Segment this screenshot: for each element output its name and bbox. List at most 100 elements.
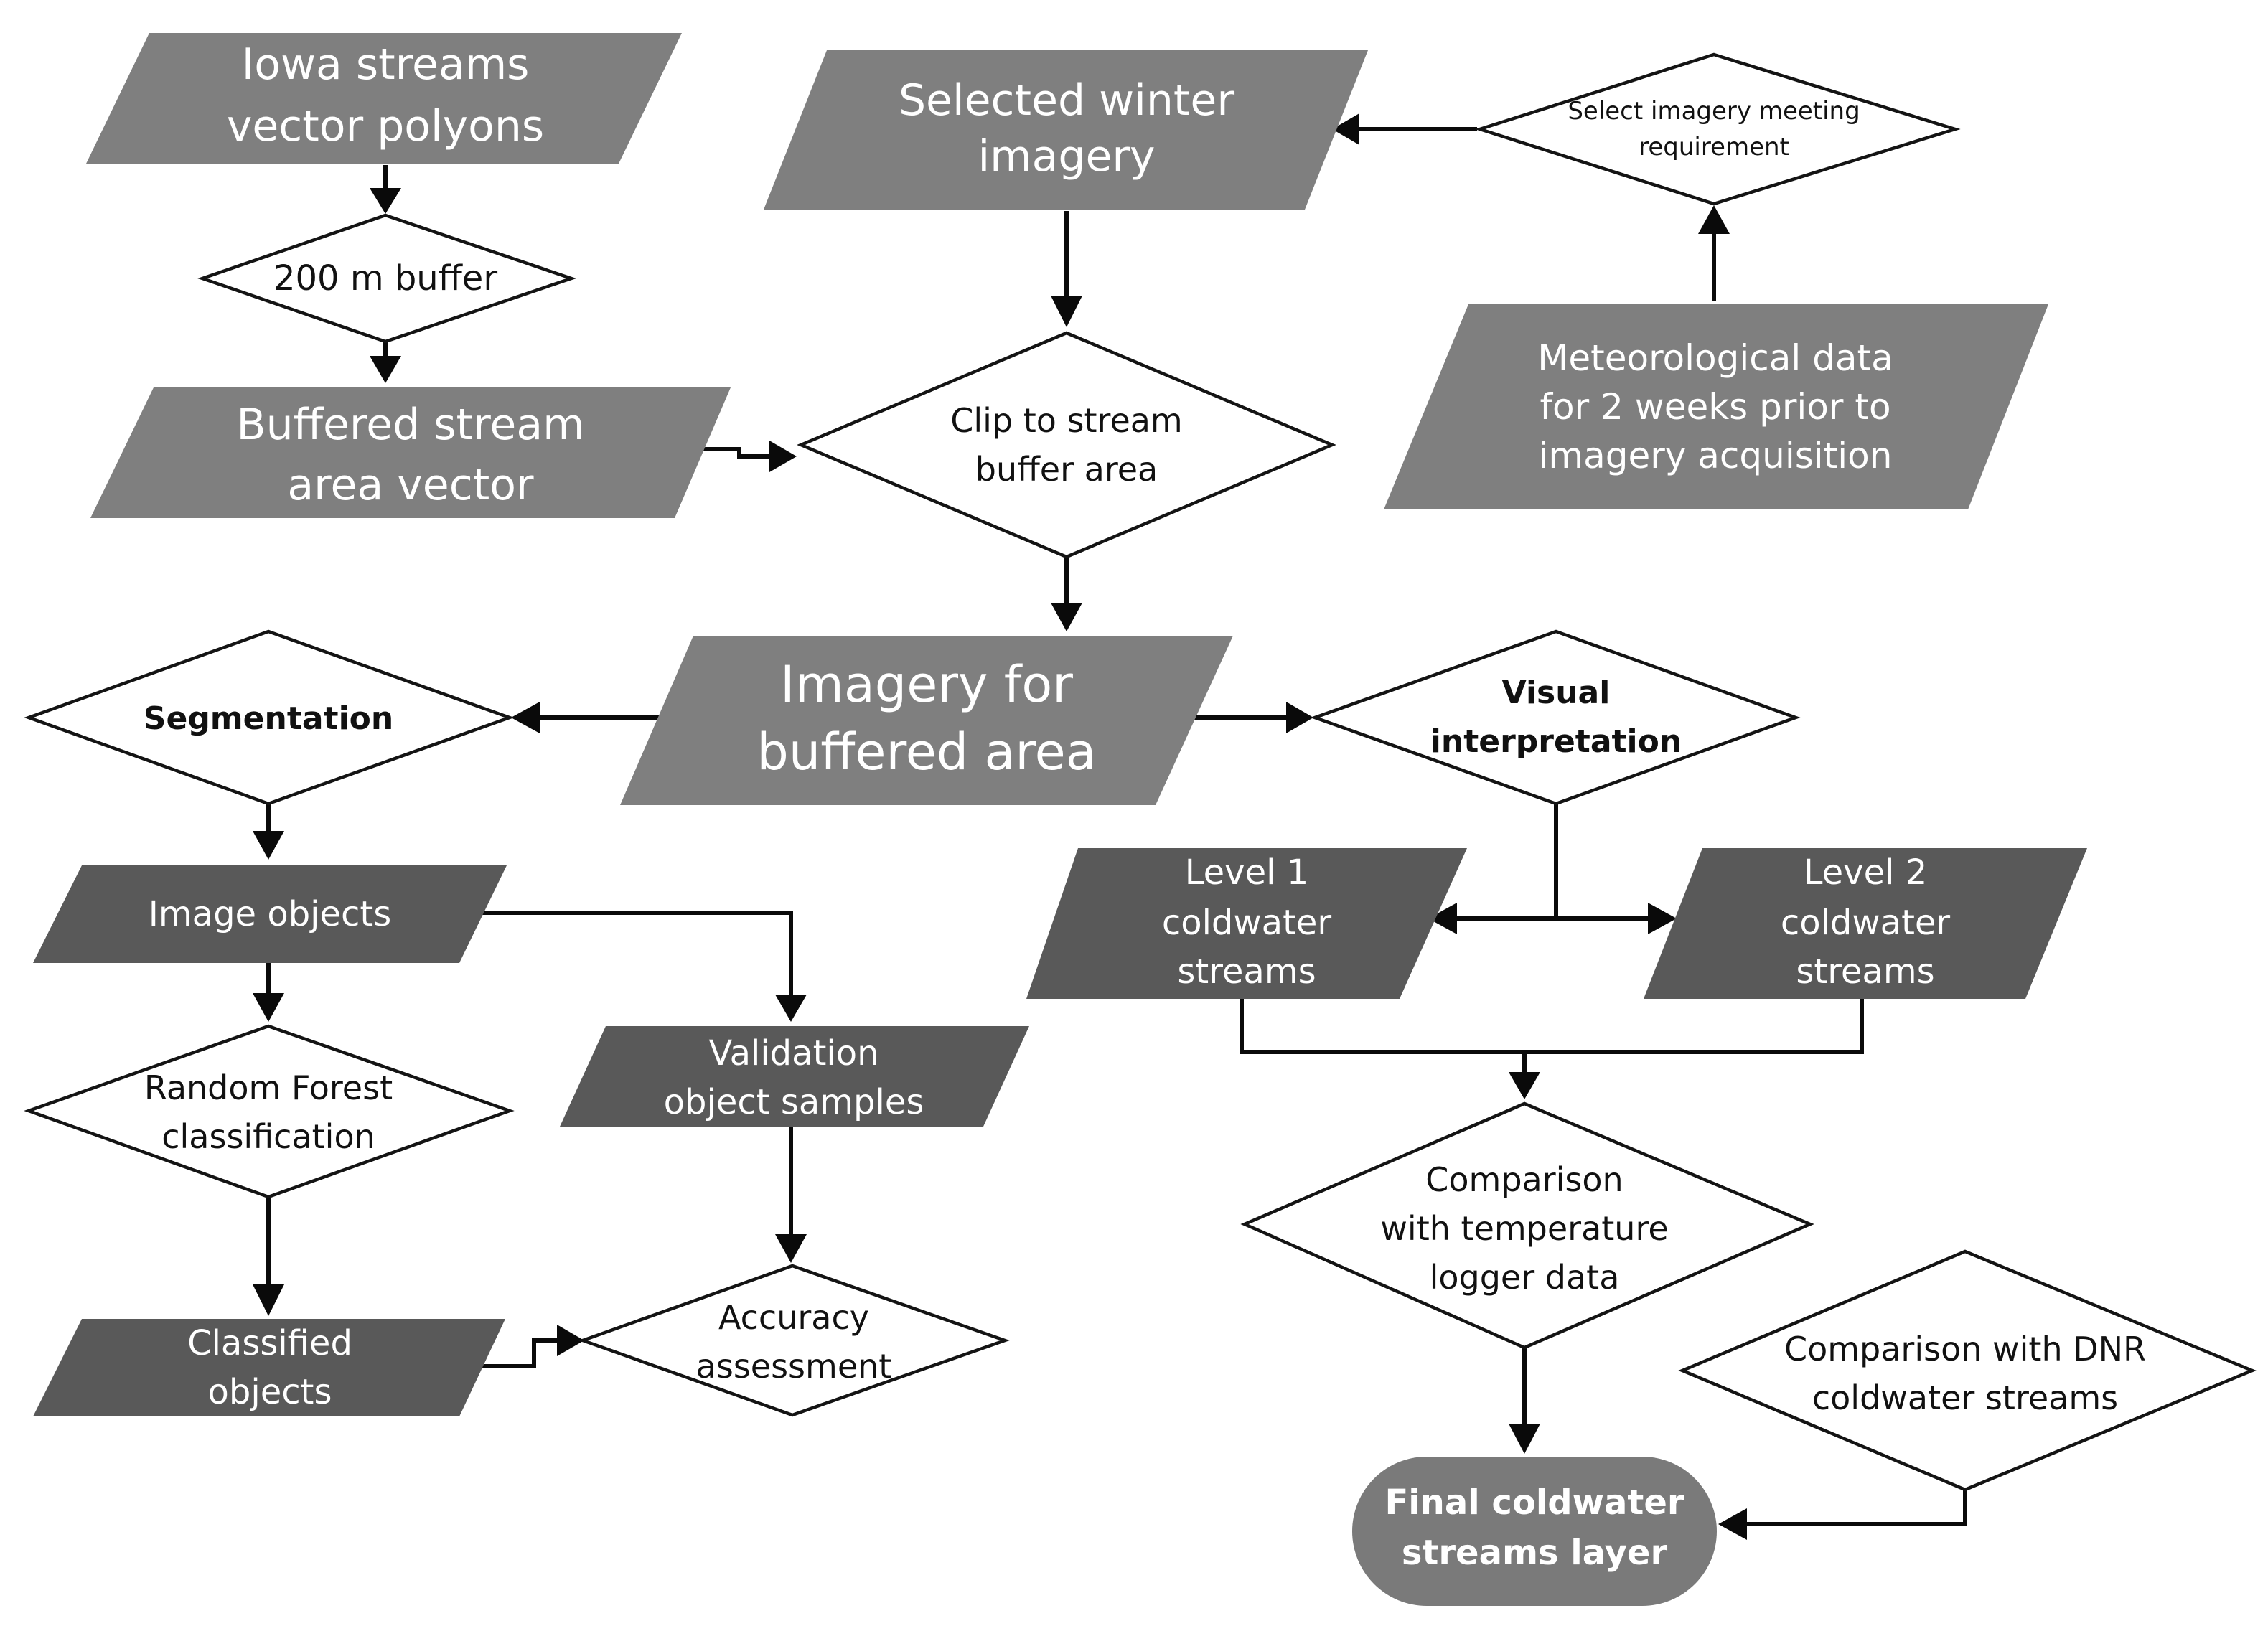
node-accuracy-assessment: Accuracy assessment [578,1264,1010,1417]
arrowhead [1286,702,1313,733]
node-label: streams layer [1402,1533,1668,1573]
node-label: streams [1177,951,1316,992]
node-label: Meteorological data [1537,337,1893,379]
connector-image-objects-to-validation [477,911,793,999]
arrowhead [1332,113,1359,145]
node-label: Level 2 [1804,852,1928,893]
node-label: Accuracy [718,1298,869,1337]
node-label: Select imagery meeting [1568,97,1860,126]
node-label: assessment [696,1347,892,1386]
arrowhead [253,831,284,860]
arrowhead [557,1325,584,1356]
arrowhead [1509,1072,1540,1099]
node-label: buffered area [756,723,1096,781]
decision-diamond [24,629,515,806]
node-classified-objects: Classified objects [33,1319,505,1416]
arrowhead [1051,603,1082,631]
input-parallelogram [1384,304,2048,509]
node-label: Comparison [1425,1160,1623,1199]
input-parallelogram [86,33,682,164]
node-label: coldwater [1162,903,1332,943]
node-level2-streams: Level 2 coldwater streams [1644,848,2087,999]
terminal-shape [1352,1457,1717,1606]
node-label: vector polyons [227,101,544,151]
node-selected-winter-imagery: Selected winter imagery [764,50,1368,210]
arrowhead [370,188,401,214]
node-validation-samples: Validation object samples [560,1026,1029,1127]
connector-levels-merge [1240,997,1864,1054]
node-label: with temperature [1380,1209,1668,1248]
derived-parallelogram [33,1319,505,1416]
arrowhead [1718,1508,1747,1540]
node-visual-interpretation: Visual interpretation [1310,629,1801,806]
arrowhead [253,993,284,1022]
node-select-imagery-requirement: Select imagery meeting requirement [1474,52,1961,206]
derived-parallelogram [1644,848,2087,999]
node-label: area vector [287,460,534,510]
node-random-forest: Random Forest classification [24,1024,515,1199]
node-label: Buffered stream [236,400,584,450]
node-label: Selected winter [899,75,1234,126]
node-comparison-dnr: Comparison with DNR coldwater streams [1678,1249,2257,1492]
decision-diamond [1310,629,1801,806]
node-buffer-200m: 200 m buffer [197,213,576,344]
node-label: Classified [187,1323,352,1363]
connector-dnr-to-final [1743,1490,1967,1526]
connector-classified-to-accuracy [481,1338,561,1368]
arrowhead [253,1284,284,1316]
node-label: imagery acquisition [1539,435,1893,476]
derived-parallelogram [33,865,507,963]
input-parallelogram [764,50,1368,210]
node-image-objects: Image objects [33,865,507,963]
node-label: objects [208,1372,332,1412]
arrowhead [1051,296,1082,327]
decision-diamond [1240,1101,1814,1350]
node-segmentation: Segmentation [24,629,515,806]
node-label: Validation [708,1033,878,1073]
node-label: Random Forest [144,1068,393,1107]
node-meteorological-data: Meteorological data for 2 weeks prior to… [1384,304,2048,509]
decision-diamond [1474,52,1961,206]
decision-diamond [1678,1249,2257,1492]
node-iowa-streams: Iowa streams vector polyons [86,33,682,164]
node-level1-streams: Level 1 coldwater streams [1026,848,1467,999]
arrowhead [769,441,797,472]
derived-parallelogram [560,1026,1029,1127]
input-parallelogram [90,387,731,518]
arrowhead [1648,903,1677,934]
connector-buffered-area-to-clip [702,447,774,459]
node-label: Image objects [149,894,392,934]
node-label: coldwater streams [1812,1378,2118,1417]
arrowhead [1509,1424,1540,1454]
node-label: requirement [1639,133,1789,161]
node-label: coldwater [1781,903,1951,943]
node-imagery-buffered-area: Imagery for buffered area [620,636,1233,805]
arrowhead [775,995,807,1022]
decision-diamond [578,1264,1010,1417]
node-label: Visual [1502,675,1611,711]
node-label: logger data [1430,1258,1620,1297]
node-buffered-stream-area: Buffered stream area vector [90,387,731,518]
node-label: 200 m buffer [273,258,497,299]
node-label: streams [1796,951,1934,992]
node-label: Clip to stream [950,401,1183,440]
node-clip-to-buffer: Clip to stream buffer area [797,331,1336,559]
decision-diamond [197,213,576,344]
node-label: interpretation [1430,723,1682,760]
node-final-layer: Final coldwater streams layer [1352,1457,1717,1606]
arrowhead [1428,903,1457,934]
node-label: classification [161,1117,375,1156]
decision-diamond [797,331,1336,559]
arrowhead [370,356,401,383]
derived-parallelogram [1026,848,1467,999]
node-label: Segmentation [144,700,393,737]
node-label: object samples [664,1082,924,1122]
arrowhead [1698,205,1730,234]
node-label: Iowa streams [242,39,530,90]
arrowhead [775,1234,807,1263]
node-label: Final coldwater [1384,1482,1684,1523]
arrowhead [511,702,540,733]
node-label: Comparison with DNR [1784,1330,2146,1368]
node-label: for 2 weeks prior to [1540,386,1890,428]
